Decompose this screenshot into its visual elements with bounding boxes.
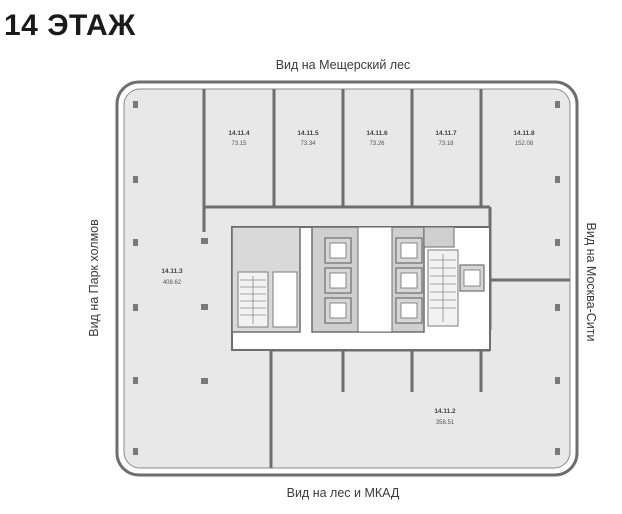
view-label-bottom: Вид на лес и МКАД [286,486,400,500]
svg-text:73.15: 73.15 [231,141,247,147]
svg-text:14.11.3: 14.11.3 [161,268,183,275]
building-core [231,226,491,351]
unit-14-11-6[interactable]: 14.11.6 73.26 [366,130,388,147]
view-label-top: Вид на Мещерский лес [275,58,411,72]
unit-14-11-8[interactable]: 14.11.8 152.08 [513,130,535,147]
svg-text:152.08: 152.08 [515,141,534,147]
unit-14-11-7[interactable]: 14.11.7 73.18 [435,130,457,147]
svg-text:14.11.7: 14.11.7 [435,130,457,137]
svg-text:73.26: 73.26 [369,141,385,147]
columns [133,101,560,455]
svg-text:73.34: 73.34 [300,141,316,147]
svg-text:14.11.8: 14.11.8 [513,130,535,137]
svg-text:73.18: 73.18 [438,141,454,147]
svg-text:358.51: 358.51 [436,420,455,426]
floor-title: 14 ЭТАЖ [4,9,136,42]
unit-14-11-3[interactable]: 14.11.3 408.62 [161,268,183,286]
unit-14-11-5[interactable]: 14.11.5 73.34 [297,130,319,147]
svg-text:14.11.4: 14.11.4 [228,130,250,137]
svg-text:408.62: 408.62 [163,280,182,286]
svg-text:14.11.6: 14.11.6 [366,130,388,137]
unit-14-11-2[interactable]: 14.11.2 358.51 [434,408,456,426]
unit-14-11-4[interactable]: 14.11.4 73.15 [228,130,250,147]
svg-text:14.11.5: 14.11.5 [297,130,319,137]
svg-text:14.11.2: 14.11.2 [434,408,456,415]
